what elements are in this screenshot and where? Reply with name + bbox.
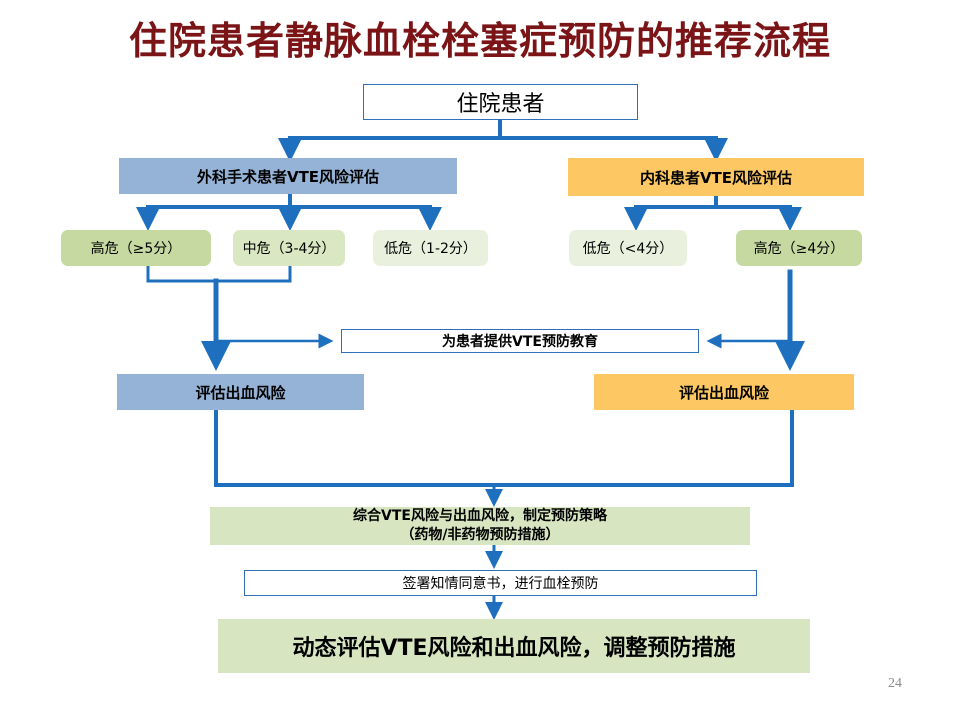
- medical-assessment-box: 内科患者VTE风险评估: [568, 158, 864, 196]
- page-title: 住院患者静脉血栓栓塞症预防的推荐流程: [128, 19, 831, 63]
- strategy-box: 综合VTE风险与出血风险，制定预防策略 （药物/非药物预防措施）: [210, 507, 750, 545]
- medical-low-risk: 低危（<4分）: [569, 230, 687, 266]
- medical-high-risk: 高危（≥4分）: [736, 230, 862, 266]
- consent-box: 签署知情同意书，进行血栓预防: [244, 570, 757, 596]
- surgical-high-risk: 高危（≥5分）: [61, 230, 211, 266]
- surgical-assessment-box: 外科手术患者VTE风险评估: [119, 158, 457, 194]
- bleeding-risk-right: 评估出血风险: [594, 374, 854, 410]
- surgical-mid-risk: 中危（3-4分）: [233, 230, 345, 266]
- dynamic-assessment-box: 动态评估VTE风险和出血风险，调整预防措施: [218, 619, 810, 673]
- bleeding-risk-left: 评估出血风险: [117, 374, 364, 410]
- surgical-low-risk: 低危（1-2分）: [373, 230, 488, 266]
- strategy-line-2: （药物/非药物预防措施）: [400, 527, 560, 543]
- strategy-line-1: 综合VTE风险与出血风险，制定预防策略: [353, 508, 607, 524]
- education-box: 为患者提供VTE预防教育: [341, 329, 699, 353]
- start-node: 住院患者: [363, 84, 638, 120]
- page-number: 24: [888, 676, 902, 691]
